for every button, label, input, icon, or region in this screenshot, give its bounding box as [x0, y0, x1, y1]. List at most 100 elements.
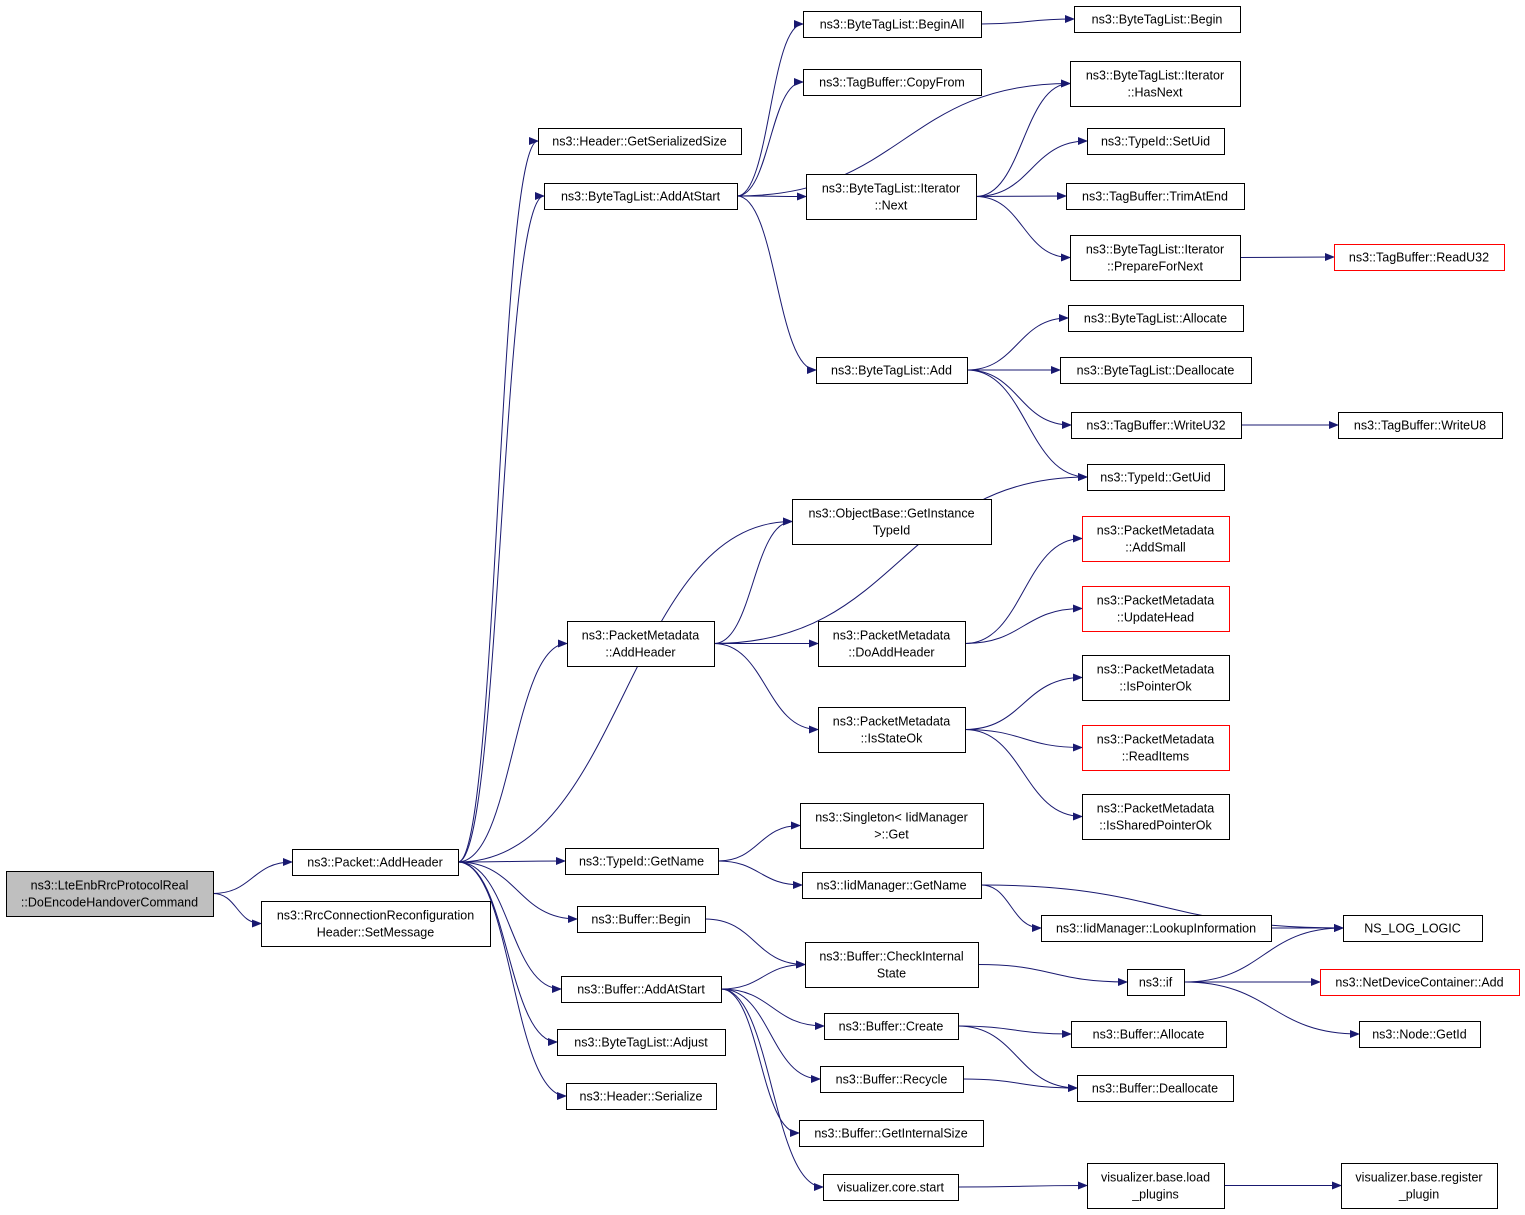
edge-buf-addatstart-to-buf-recycle — [720, 988, 821, 1083]
node-label: ns3::ByteTagList::Iterator — [1086, 69, 1224, 83]
node-box — [1082, 794, 1230, 840]
node-box — [292, 849, 459, 876]
node-label: ns3::NetDeviceContainer::Add — [1335, 976, 1503, 990]
node-vis-load-plugins[interactable]: visualizer.base.load_plugins — [1087, 1163, 1225, 1209]
node-vis-register-plugin[interactable]: visualizer.base.register_plugin — [1341, 1163, 1498, 1209]
node-label: _plugin — [1398, 1188, 1439, 1202]
node-box — [1066, 183, 1245, 210]
node-box — [1320, 969, 1520, 996]
node-label: ns3::Packet::AddHeader — [307, 856, 443, 870]
node-box — [1074, 6, 1241, 33]
node-hdr-getserialized[interactable]: ns3::Header::GetSerializedSize — [538, 128, 742, 155]
node-tid-getname[interactable]: ns3::TypeId::GetName — [565, 848, 719, 875]
node-iid-getname[interactable]: ns3::IidManager::GetName — [802, 872, 982, 899]
node-label: TypeId — [873, 524, 911, 538]
node-label: ::AddSmall — [1125, 541, 1185, 555]
node-node-getid[interactable]: ns3::Node::GetId — [1359, 1021, 1481, 1048]
edge-tid-getname-to-iid-getname — [717, 860, 803, 889]
node-buf-create[interactable]: ns3::Buffer::Create — [824, 1013, 959, 1040]
node-singleton-get[interactable]: ns3::Singleton< IidManager>::Get — [800, 803, 984, 849]
node-pm-addheader[interactable]: ns3::PacketMetadata::AddHeader — [567, 621, 715, 667]
node-box — [800, 803, 984, 849]
node-pm-isstateok[interactable]: ns3::PacketMetadata::IsStateOk — [818, 707, 966, 753]
node-pm-addsmall[interactable]: ns3::PacketMetadata::AddSmall — [1082, 516, 1230, 562]
node-ns-log-logic[interactable]: NS_LOG_LOGIC — [1343, 915, 1483, 942]
node-buf-allocate[interactable]: ns3::Buffer::Allocate — [1071, 1021, 1227, 1048]
node-tb-writeu32[interactable]: ns3::TagBuffer::WriteU32 — [1071, 412, 1242, 439]
node-pm-ispointerok[interactable]: ns3::PacketMetadata::IsPointerOk — [1082, 655, 1230, 701]
node-box — [820, 1066, 964, 1093]
node-box — [1070, 61, 1241, 107]
node-box — [792, 499, 992, 545]
node-iid-lookup[interactable]: ns3::IidManager::LookupInformation — [1041, 915, 1272, 942]
node-label: ns3::ByteTagList::Adjust — [574, 1036, 708, 1050]
node-box — [566, 1083, 717, 1110]
node-label: ::PrepareForNext — [1107, 260, 1203, 274]
node-root[interactable]: ns3::LteEnbRrcProtocolReal::DoEncodeHand… — [6, 871, 214, 917]
node-btl-addatstart[interactable]: ns3::ByteTagList::AddAtStart — [544, 183, 738, 210]
node-btl-deallocate[interactable]: ns3::ByteTagList::Deallocate — [1060, 357, 1252, 384]
node-buf-deallocate[interactable]: ns3::Buffer::Deallocate — [1077, 1075, 1234, 1102]
node-box — [1341, 1163, 1498, 1209]
node-box — [816, 357, 968, 384]
node-btli-next[interactable]: ns3::ByteTagList::Iterator::Next — [806, 174, 977, 220]
node-label: ns3::TypeId::SetUid — [1101, 135, 1210, 149]
node-btl-allocate[interactable]: ns3::ByteTagList::Allocate — [1068, 305, 1244, 332]
node-box — [1359, 1021, 1481, 1048]
edge-buf-recycle-to-buf-deallocate — [962, 1078, 1078, 1092]
edge-pkt-addheader-to-ob-getinstance — [457, 517, 793, 863]
node-btl-add[interactable]: ns3::ByteTagList::Add — [816, 357, 968, 384]
edge-buf-begin-to-buf-checkinternal — [704, 918, 806, 969]
node-rrc-setmessage[interactable]: ns3::RrcConnectionReconfigurationHeader:… — [261, 901, 491, 947]
node-ns3-if[interactable]: ns3::if — [1127, 969, 1185, 996]
node-pkt-addheader[interactable]: ns3::Packet::AddHeader — [292, 849, 459, 876]
node-pm-doaddheader[interactable]: ns3::PacketMetadata::DoAddHeader — [818, 621, 966, 667]
edge-pkt-addheader-to-tid-getname — [457, 857, 566, 866]
node-box — [805, 942, 979, 988]
edge-btl-add-to-tid-getuid — [966, 369, 1088, 481]
edges-layer — [212, 15, 1360, 1191]
node-buf-addatstart[interactable]: ns3::Buffer::AddAtStart — [561, 976, 722, 1003]
node-box — [1082, 586, 1230, 632]
node-tb-trimatend[interactable]: ns3::TagBuffer::TrimAtEnd — [1066, 183, 1245, 210]
node-tb-copyfrom[interactable]: ns3::TagBuffer::CopyFrom — [803, 69, 982, 96]
node-btl-beginall[interactable]: ns3::ByteTagList::BeginAll — [803, 11, 982, 38]
edge-iid-getname-to-iid-lookup — [980, 884, 1042, 932]
node-buf-getinternalsize[interactable]: ns3::Buffer::GetInternalSize — [799, 1120, 984, 1147]
node-label: ns3::ByteTagList::Add — [831, 364, 952, 378]
node-pm-issharedpointerok[interactable]: ns3::PacketMetadata::IsSharedPointerOk — [1082, 794, 1230, 840]
node-box — [1087, 464, 1225, 491]
node-pm-readitems[interactable]: ns3::PacketMetadata::ReadItems — [1082, 725, 1230, 771]
node-box — [824, 1013, 959, 1040]
edge-pkt-addheader-to-buf-addatstart — [457, 861, 562, 993]
edge-btl-add-to-tb-writeu32 — [966, 369, 1072, 429]
edge-btli-prepare-to-tb-readu32 — [1239, 253, 1335, 262]
node-label: ns3::Buffer::Deallocate — [1092, 1082, 1218, 1096]
node-box — [1077, 1075, 1234, 1102]
node-label: ns3::Buffer::Create — [839, 1020, 944, 1034]
node-buf-begin[interactable]: ns3::Buffer::Begin — [577, 906, 706, 933]
node-btl-begin[interactable]: ns3::ByteTagList::Begin — [1074, 6, 1241, 33]
node-box — [565, 848, 719, 875]
node-buf-recycle[interactable]: ns3::Buffer::Recycle — [820, 1066, 964, 1093]
edge-pm-isstateok-to-pm-readitems — [964, 729, 1083, 752]
node-hdr-serialize[interactable]: ns3::Header::Serialize — [566, 1083, 717, 1110]
node-ndc-add[interactable]: ns3::NetDeviceContainer::Add — [1320, 969, 1520, 996]
node-btl-adjust[interactable]: ns3::ByteTagList::Adjust — [557, 1029, 726, 1056]
node-pm-updatehead[interactable]: ns3::PacketMetadata::UpdateHead — [1082, 586, 1230, 632]
node-tb-readu32[interactable]: ns3::TagBuffer::ReadU32 — [1334, 244, 1505, 271]
node-label: ::IsStateOk — [861, 732, 924, 746]
node-tid-getuid[interactable]: ns3::TypeId::GetUid — [1087, 464, 1225, 491]
node-btli-hasnext[interactable]: ns3::ByteTagList::Iterator::HasNext — [1070, 61, 1241, 107]
node-tb-writeu8[interactable]: ns3::TagBuffer::WriteU8 — [1338, 412, 1503, 439]
node-tid-setuid[interactable]: ns3::TypeId::SetUid — [1087, 128, 1225, 155]
node-vis-core-start[interactable]: visualizer.core.start — [823, 1174, 959, 1201]
node-btli-prepare[interactable]: ns3::ByteTagList::Iterator::PrepareForNe… — [1070, 235, 1241, 281]
node-label: ns3::TagBuffer::TrimAtEnd — [1082, 190, 1228, 204]
node-label: ns3::PacketMetadata — [1097, 802, 1214, 816]
node-box — [1334, 244, 1505, 271]
node-box — [802, 872, 982, 899]
